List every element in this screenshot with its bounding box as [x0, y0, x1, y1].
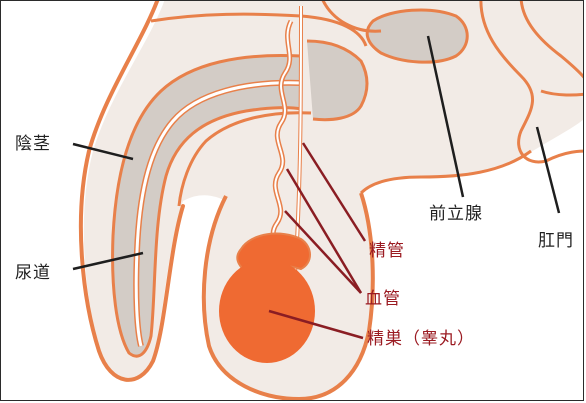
label-anus: 肛門	[538, 231, 574, 251]
label-blood-vessels: 血管	[365, 289, 401, 309]
testis	[219, 259, 315, 363]
label-prostate: 前立腺	[429, 204, 483, 224]
label-penis: 陰茎	[15, 134, 51, 154]
label-vas-deferens: 精管	[369, 241, 405, 261]
label-urethra: 尿道	[15, 263, 51, 283]
label-testis: 精巣（睾丸）	[367, 329, 475, 349]
prostate	[367, 10, 467, 62]
